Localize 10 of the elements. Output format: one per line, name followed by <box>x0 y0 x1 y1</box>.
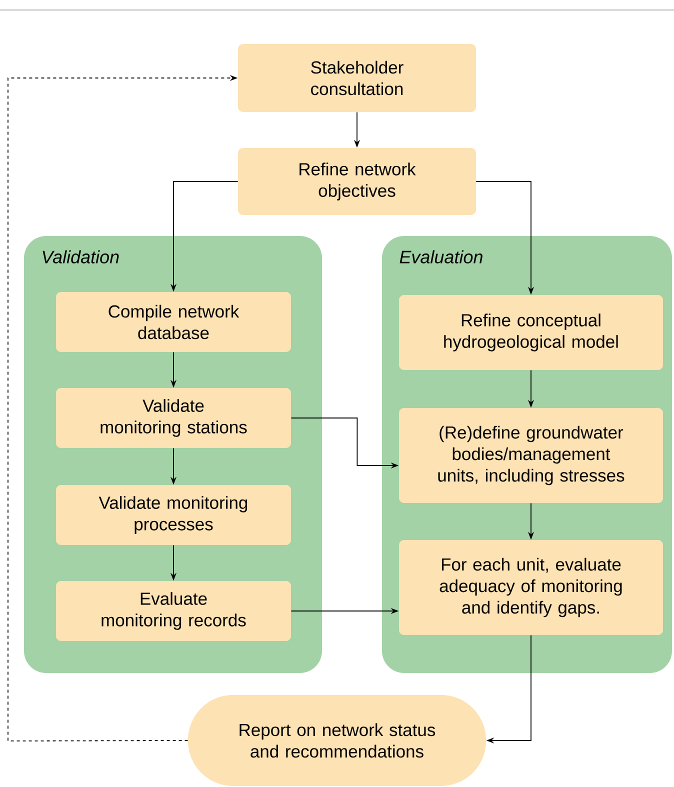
process-box: Stakeholder consultation <box>238 44 476 112</box>
process-box: Evaluate monitoring records <box>56 581 291 641</box>
process-box: For each unit, evaluate adequacy of monitoring and identify gaps. <box>399 540 663 635</box>
process-box: (Re)define groundwater bodies/management units, including stresses <box>399 408 663 503</box>
rounded-box: Report on network status and recommendations <box>188 695 486 786</box>
process-box: Compile network database <box>56 292 291 352</box>
process-box: Refine conceptual hydrogeological model <box>399 295 663 370</box>
process-box: Validate monitoring processes <box>56 485 291 545</box>
process-box: Refine network objectives <box>238 148 476 215</box>
process-box: Validate monitoring stations <box>56 388 291 448</box>
